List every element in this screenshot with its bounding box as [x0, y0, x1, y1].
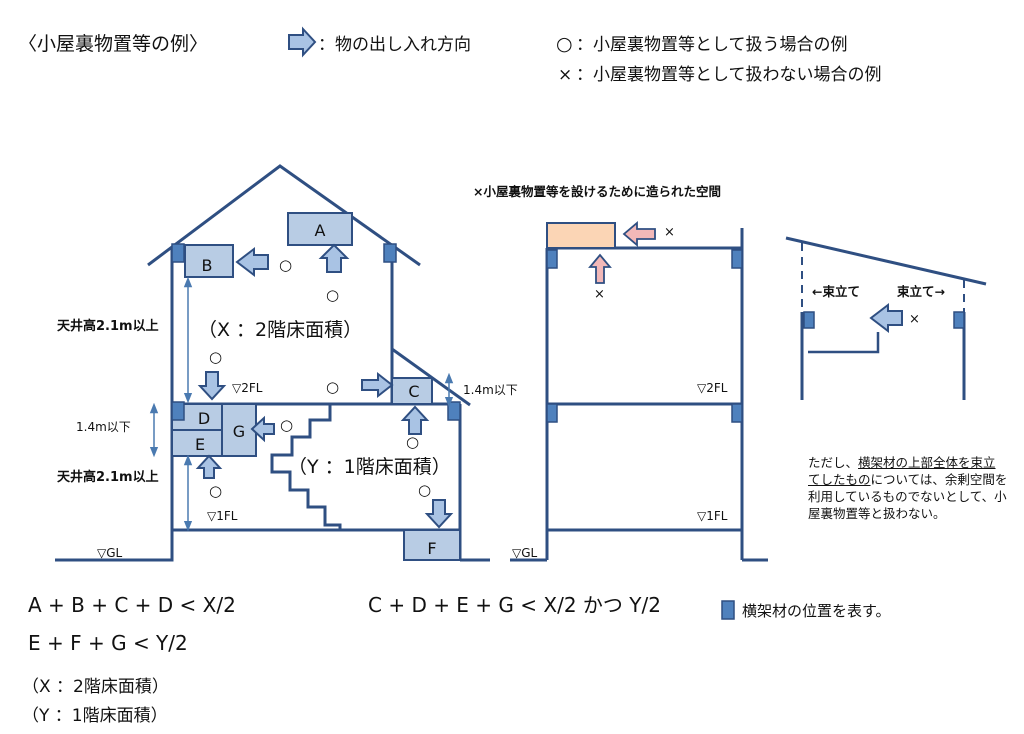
arrow-down-icon — [197, 371, 227, 401]
x-definition: （X ：2階床面積） — [22, 677, 169, 697]
middle-title: ×小屋裏物置等を設けるために造られた空間 — [473, 184, 721, 199]
ceiling-lower-label: 天井高2.1m以上 — [57, 469, 159, 485]
arrow-up-icon — [588, 253, 612, 284]
y-area-label: （Y ：1階床面積） — [288, 456, 451, 478]
storage-g — [221, 403, 257, 457]
legend-title: 〈小屋裏物置等の例〉 — [18, 33, 208, 55]
limit-left-label: 1.4m以下 — [76, 420, 131, 434]
limit-right-label: 1.4m以下 — [463, 383, 518, 397]
formula-1: A + B + C + D < X/2 — [28, 593, 236, 617]
cross-mark: × — [594, 287, 605, 302]
house-beams — [171, 243, 461, 421]
ground-line-left — [55, 530, 174, 562]
middle-structure — [510, 228, 768, 562]
second-floor-label: ▽2FL — [232, 381, 263, 395]
arrow-left-icon — [235, 246, 269, 278]
ceiling-upper-label: 天井高2.1m以上 — [57, 318, 159, 334]
beam-icon — [731, 249, 743, 269]
strut-note: ただし、横架材の上部全体を束立てしたものについては、余剰空間を利用しているもので… — [808, 454, 1008, 522]
label-g: G — [233, 422, 245, 441]
house-section — [55, 164, 490, 562]
middle-second-floor-label: ▽2FL — [697, 381, 728, 395]
right-roof — [785, 236, 987, 286]
arrow-left-icon — [250, 415, 275, 443]
storage-b — [184, 244, 234, 278]
ground-level-label: ▽GL — [97, 546, 123, 560]
circle-mark: ○ — [406, 433, 419, 451]
right-floor-step — [808, 332, 880, 354]
arrow-right-icon — [361, 371, 394, 399]
middle-ground-label: ▽GL — [512, 546, 538, 560]
label-a: A — [315, 221, 326, 240]
left-strut-label: ←束立て — [812, 284, 860, 299]
formula-2: E + F + G < Y/2 — [28, 631, 188, 655]
legend-arrow-icon — [288, 26, 317, 58]
beam-icon — [731, 403, 743, 423]
middle-first-floor-label: ▽1FL — [697, 509, 728, 523]
arrow-up-icon — [318, 243, 350, 273]
beam-icon — [803, 311, 815, 329]
storage-e — [171, 429, 223, 457]
storage-f — [403, 529, 461, 561]
label-e: E — [195, 435, 205, 454]
circle-mark: ○ — [280, 416, 293, 434]
dedicated-storage-space — [546, 222, 616, 249]
label-d: D — [198, 409, 210, 428]
formula-3: C + D + E + G < X/2 かつ Y/2 — [368, 593, 661, 617]
circle-mark: ○ — [209, 482, 222, 500]
beam-icon — [447, 401, 461, 421]
cross-mark: × — [909, 312, 920, 327]
beam-icon — [546, 403, 558, 423]
storage-c — [391, 377, 433, 405]
circle-mark: ○ — [326, 286, 339, 304]
x-area-label: （X ：2階床面積） — [198, 319, 362, 341]
note-text-1: ただし、 — [808, 455, 859, 470]
label-b: B — [202, 256, 213, 275]
arrow-up-icon — [400, 405, 430, 435]
beam-icon — [953, 311, 965, 329]
arrow-down-icon — [424, 499, 454, 529]
beam-icon — [546, 249, 558, 269]
arrow-up-icon — [195, 454, 223, 479]
note-underlined-text: 横架材の上部全体を束立てしたもの — [808, 455, 996, 487]
beam-icon — [171, 401, 185, 421]
right-strut-label: 束立て→ — [896, 284, 945, 299]
circle-mark: ○ — [418, 481, 431, 499]
storage-a — [287, 212, 353, 246]
arrow-left-icon — [869, 302, 903, 334]
arrow-left-icon — [622, 221, 656, 247]
main-roof — [147, 164, 421, 267]
note-text-2: については、余剰空間を利用しているものでないとして、小屋裏物置等と扱わない。 — [808, 472, 1008, 521]
legend-cross-mark: × — [558, 65, 572, 85]
label-c: C — [408, 382, 419, 401]
stairs — [270, 404, 342, 530]
circle-mark: ○ — [326, 378, 339, 396]
label-f: F — [427, 539, 436, 558]
cross-mark: × — [664, 225, 675, 240]
circle-mark: ○ — [209, 348, 222, 366]
legend-circle-mark: ○ — [556, 33, 573, 55]
beam-icon — [383, 243, 397, 263]
beam-legend-icon — [721, 600, 735, 620]
circle-mark: ○ — [279, 256, 292, 274]
legend-cross-text: ：小屋裏物置等として扱わない場合の例 — [576, 64, 882, 85]
legend-circle-text: ：小屋裏物置等として扱う場合の例 — [576, 34, 848, 55]
beam-legend-text: 横架材の位置を表す。 — [742, 602, 891, 620]
beam-icon — [171, 243, 185, 263]
first-floor-label: ▽1FL — [207, 509, 238, 523]
y-definition: （Y ：1階床面積） — [22, 706, 168, 726]
legend-arrow-text: ：物の出し入れ方向 — [318, 35, 471, 55]
